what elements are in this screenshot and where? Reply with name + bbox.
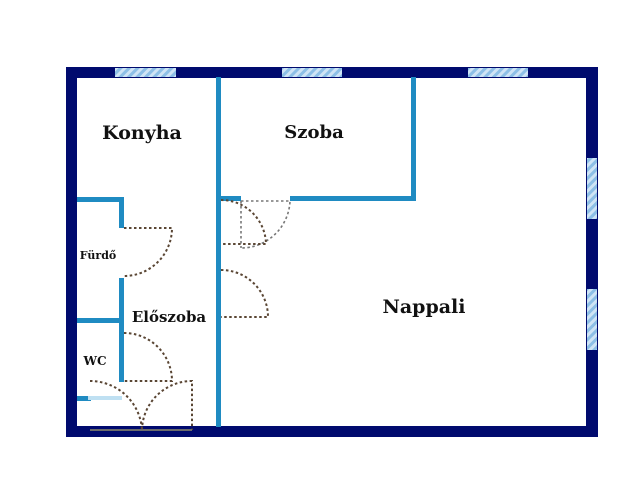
entrance-door-left-swing [89,379,144,431]
door-furdo-swing [123,227,174,277]
window-right-1 [587,158,597,219]
door-nappali-lower-swing [220,269,270,318]
wall-szoba-right [411,77,416,200]
room-label-eloszoba: Előszoba [132,308,207,326]
room-label-szoba: Szoba [284,122,344,143]
door-nappali-upper-swing [220,199,268,245]
window-right-2 [587,289,597,350]
wall-kitchen-living [216,77,221,427]
room-label-wc: WC [82,354,106,368]
wall-wc-right [119,323,124,382]
wall-bath-top [77,197,124,202]
outer-wall-right [586,67,598,437]
wall-bath-right-lower [119,278,124,325]
wall-szoba-bottom-left [219,196,241,201]
window-top-3 [468,68,528,77]
room-label-nappali: Nappali [383,296,466,318]
outer-wall-left [66,67,77,437]
outer-wall-bottom [66,426,598,437]
wall-wc-bottom [77,396,91,401]
inner-walls [77,77,416,427]
door-swings [89,199,291,431]
wc-threshold [88,396,122,400]
window-top-1 [115,68,176,77]
wall-szoba-bottom-right [290,196,416,201]
room-label-furdo: Fürdő [80,249,116,262]
wall-bath-wc [77,318,124,323]
wall-bath-right-upper [119,197,124,228]
door-wc-swing [123,332,174,382]
room-label-konyha: Konyha [102,122,182,144]
window-top-2 [282,68,342,77]
entrance-door-right-swing [141,379,193,431]
